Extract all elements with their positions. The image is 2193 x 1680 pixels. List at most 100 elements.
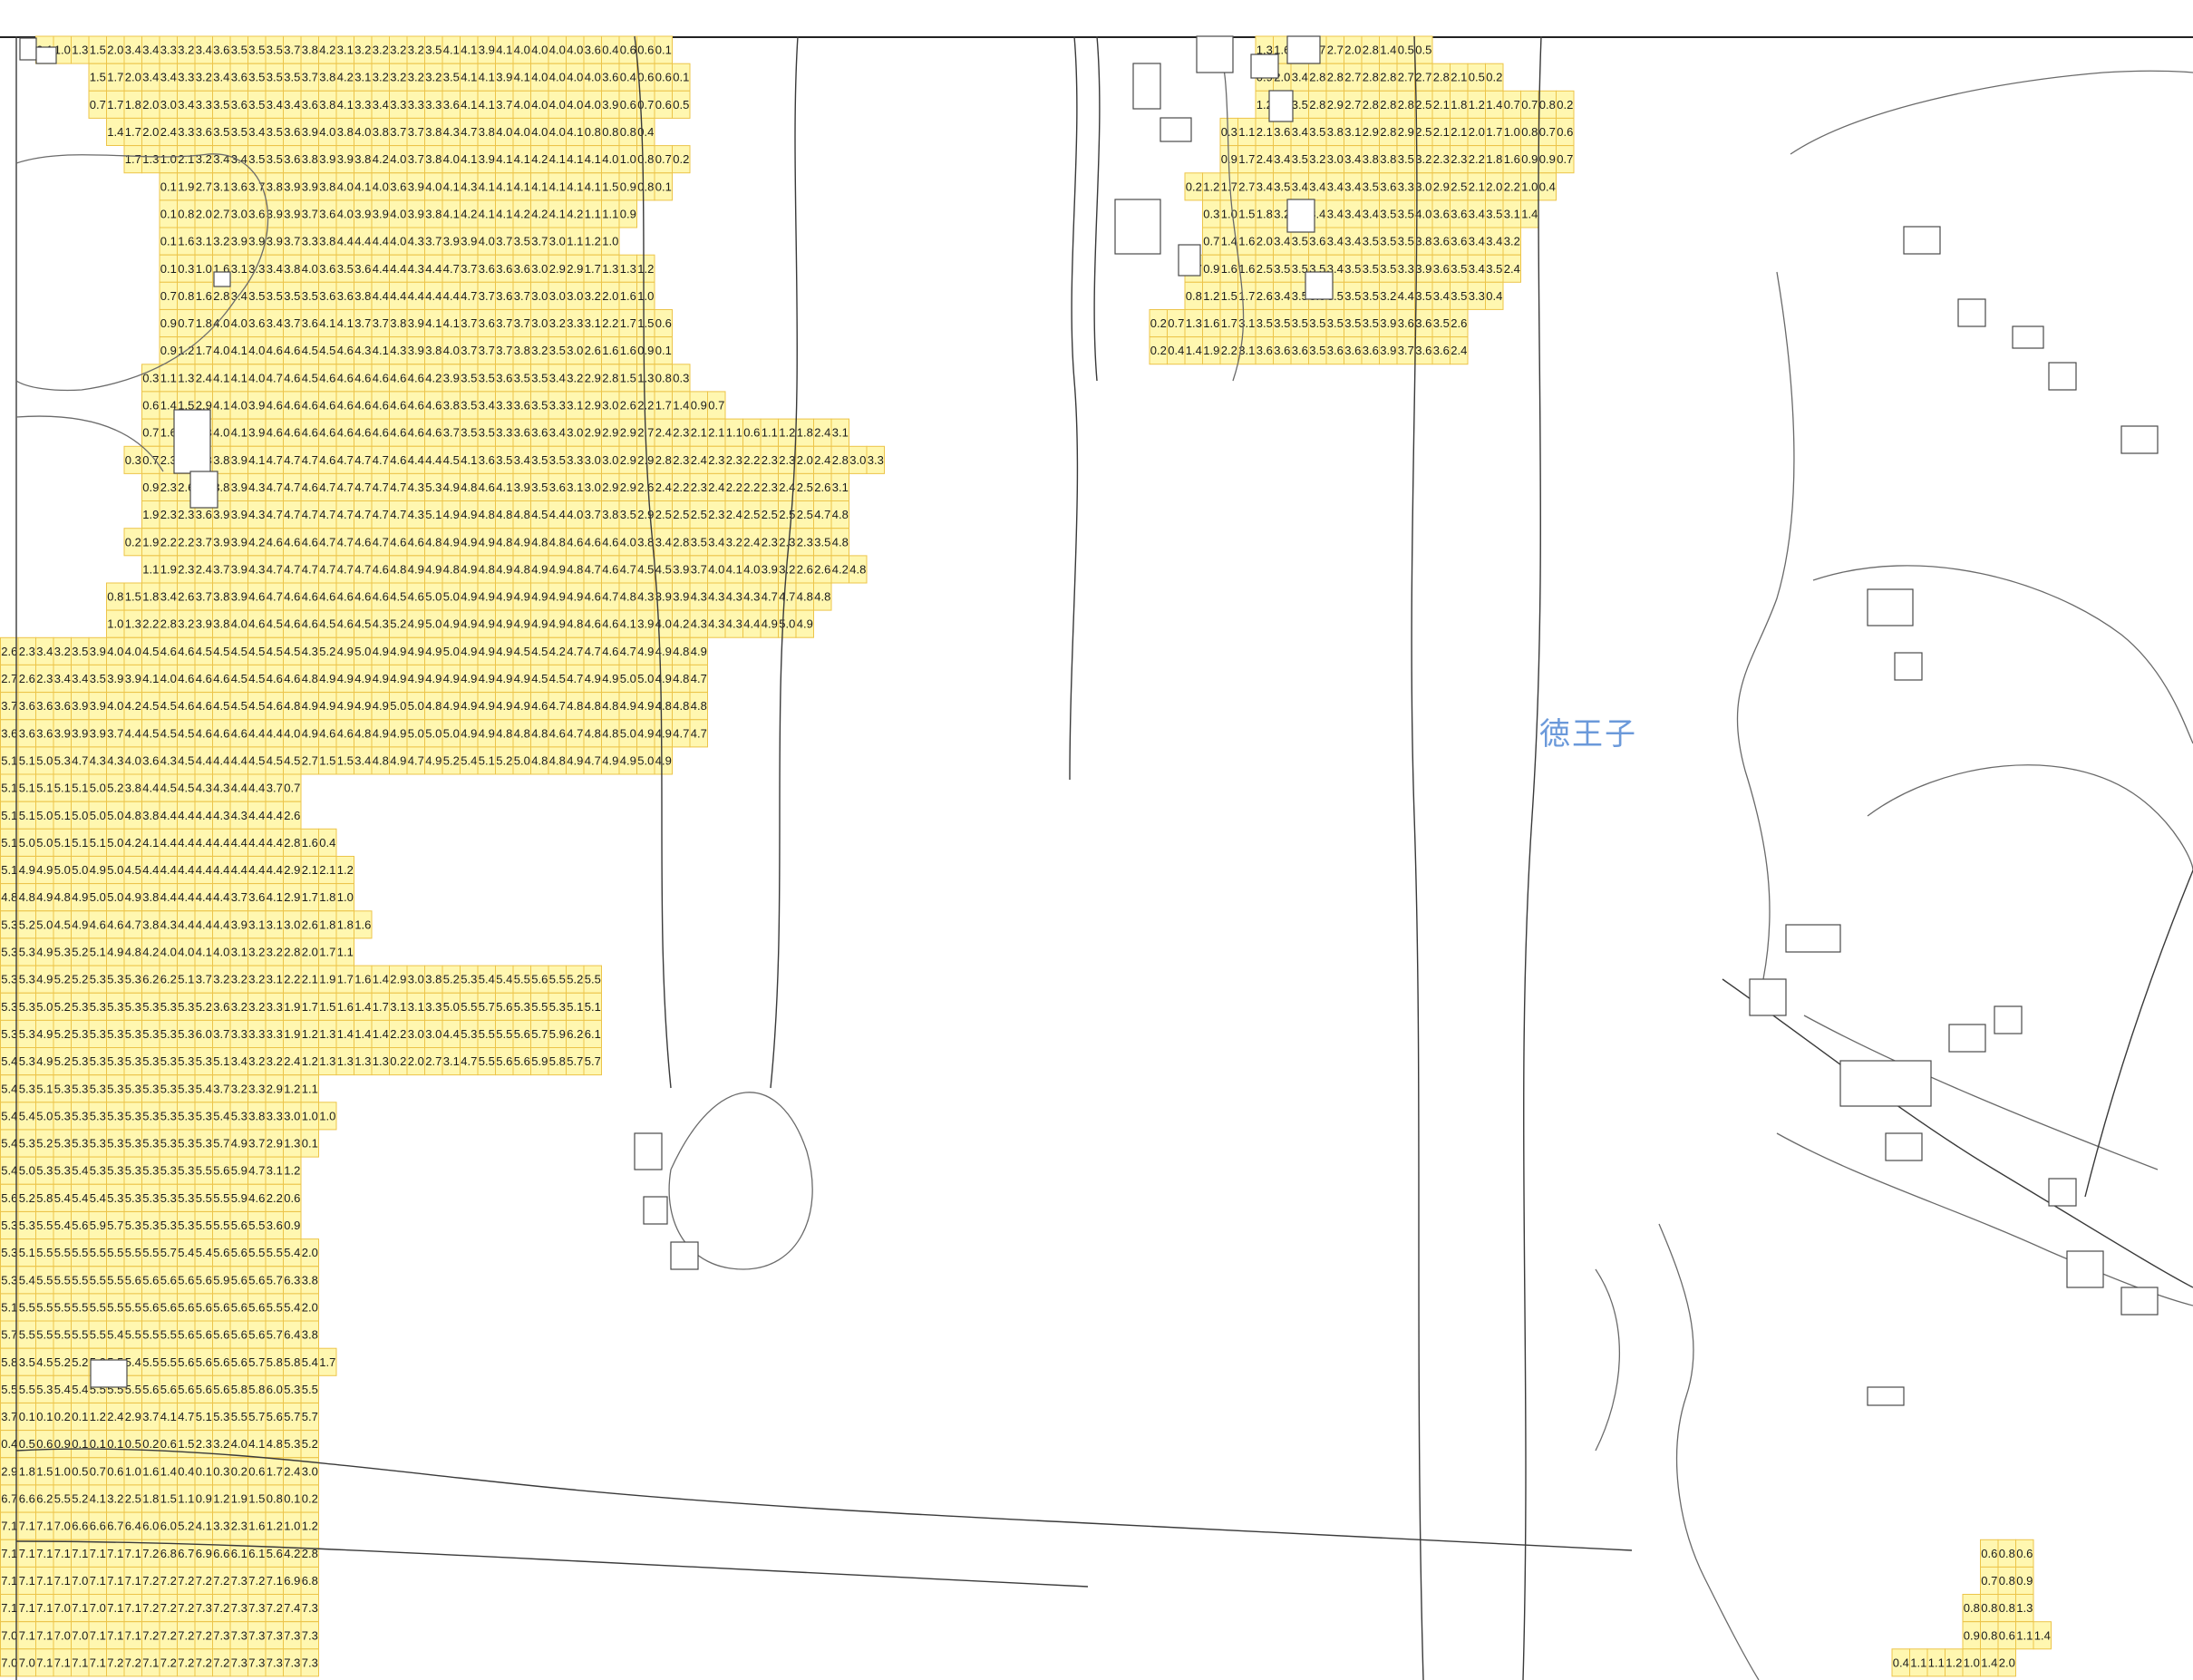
grid-cell: 4.8 bbox=[512, 555, 531, 584]
grid-cell: 4.0 bbox=[566, 500, 585, 529]
grid-cell-value: 5.3 bbox=[160, 1137, 177, 1151]
grid-cell: 4.2 bbox=[123, 692, 142, 721]
grid-cell-value: 4.7 bbox=[354, 508, 371, 521]
grid-cell-value: 3.9 bbox=[231, 453, 247, 467]
grid-cell-value: 3.6 bbox=[196, 125, 212, 139]
grid-cell-value: 2.4 bbox=[284, 1464, 300, 1478]
grid-cell: 1.9 bbox=[229, 1484, 248, 1513]
grid-cell: 3.5 bbox=[460, 364, 479, 393]
grid-cell-value: 4.7 bbox=[302, 562, 318, 576]
grid-cell: 3.9 bbox=[106, 664, 125, 694]
grid-cell: 4.7 bbox=[335, 445, 354, 474]
grid-cell: 1.1 bbox=[760, 418, 779, 447]
grid-cell: 4.7 bbox=[283, 555, 302, 584]
grid-cell-value: 0.9 bbox=[160, 344, 177, 357]
grid-cell-value: 3.3 bbox=[496, 399, 512, 413]
grid-cell: 4.5 bbox=[512, 636, 531, 665]
grid-cell-value: 0.6 bbox=[248, 1464, 265, 1478]
grid-cell-value: 5.1 bbox=[1, 809, 17, 822]
grid-cell-value: 5.5 bbox=[36, 1328, 53, 1342]
grid-cell: 4.6 bbox=[389, 445, 408, 474]
grid-cell-value: 6.9 bbox=[284, 1574, 300, 1588]
grid-cell: 3.4 bbox=[265, 90, 284, 119]
grid-cell: 4.7 bbox=[283, 445, 302, 474]
grid-cell-value: 5.4 bbox=[1, 1082, 17, 1095]
grid-cell: 6.3 bbox=[283, 1266, 302, 1295]
grid-cell: 4.9 bbox=[424, 664, 443, 694]
grid-cell-value: 3.1 bbox=[231, 262, 247, 276]
grid-cell: 5.5 bbox=[477, 1019, 496, 1049]
grid-cell: 4.3 bbox=[247, 500, 267, 529]
grid-cell-value: 4.5 bbox=[514, 645, 530, 658]
grid-cell-value: 2.3 bbox=[673, 426, 689, 440]
grid-cell: 4.6 bbox=[283, 336, 302, 365]
grid-cell: 4.9 bbox=[389, 746, 408, 775]
grid-cell: 4.8 bbox=[53, 883, 72, 912]
grid-cell-value: 5.3 bbox=[19, 1082, 35, 1095]
grid-cell-value: 5.3 bbox=[72, 1000, 88, 1014]
grid-cell: 7.3 bbox=[247, 1621, 267, 1650]
grid-cell: 4.6 bbox=[318, 418, 337, 447]
grid-cell-value: 1.8 bbox=[319, 890, 335, 904]
grid-cell-value: 3.2 bbox=[107, 1492, 123, 1506]
grid-cell-value: 3.4 bbox=[479, 399, 495, 413]
grid-cell: 5.4 bbox=[106, 1320, 125, 1349]
grid-cell-value: 2.4 bbox=[160, 125, 177, 139]
grid-cell-value: 4.9 bbox=[461, 672, 477, 685]
grid-cell-value: 4.9 bbox=[655, 726, 672, 740]
grid-cell: 5.1 bbox=[71, 828, 90, 857]
grid-cell: 3.2 bbox=[229, 965, 248, 994]
grid-cell-value: 5.4 bbox=[1, 1109, 17, 1122]
grid-cell: 2.8 bbox=[300, 1539, 319, 1568]
grid-cell-value: 7.2 bbox=[178, 1656, 194, 1669]
grid-cell: 5.7 bbox=[0, 1320, 19, 1349]
grid-cell-value: 5.6 bbox=[267, 1547, 283, 1560]
grid-cell-value: 4.9 bbox=[373, 672, 389, 685]
grid-cell: 2.5 bbox=[689, 500, 708, 529]
grid-cell: 5.5 bbox=[35, 1266, 54, 1295]
grid-cell-value: 5.3 bbox=[142, 1027, 159, 1041]
grid-cell-value: 4.1 bbox=[337, 316, 354, 330]
grid-cell: 3.5 bbox=[512, 364, 531, 393]
grid-cell-value: 5.2 bbox=[567, 973, 583, 986]
grid-cell: 3.4 bbox=[707, 528, 726, 557]
grid-cell-value: 4.4 bbox=[248, 836, 265, 850]
grid-cell: 1.1 bbox=[724, 418, 743, 447]
grid-cell: 2.9 bbox=[283, 883, 302, 912]
grid-cell-value: 0.7 bbox=[655, 152, 672, 166]
grid-cell: 3.9 bbox=[406, 336, 425, 365]
grid-cell: 5.0 bbox=[17, 828, 36, 857]
grid-cell-value: 3.9 bbox=[443, 235, 460, 248]
grid-cell-value: 4.6 bbox=[408, 399, 424, 413]
grid-cell-value: 3.9 bbox=[373, 208, 389, 221]
grid-cell: 3.1 bbox=[247, 910, 267, 939]
grid-cell-value: 3.1 bbox=[267, 1164, 283, 1178]
grid-cell: 4.6 bbox=[424, 391, 443, 420]
grid-cell-value: 5.4 bbox=[54, 1383, 71, 1396]
grid-cell-value: 7.3 bbox=[284, 1656, 300, 1669]
grid-cell: 0.5 bbox=[123, 1430, 142, 1459]
grid-cell: 3.5 bbox=[477, 418, 496, 447]
grid-cell: 4.8 bbox=[265, 1430, 284, 1459]
grid-cell: 5.2 bbox=[194, 992, 213, 1021]
grid-cell-value: 4.4 bbox=[443, 1027, 460, 1041]
grid-cell-value: 5.1 bbox=[196, 1410, 212, 1423]
grid-cell: 4.1 bbox=[512, 145, 531, 174]
grid-cell: 4.1 bbox=[495, 472, 514, 502]
grid-cell: 5.3 bbox=[106, 1129, 125, 1158]
grid-cell-value: 3.7 bbox=[107, 726, 123, 740]
grid-cell: 3.3 bbox=[495, 418, 514, 447]
grid-cell: 5.3 bbox=[17, 1047, 36, 1076]
grid-cell-value: 4.0 bbox=[514, 125, 530, 139]
grid-cell: 4.9 bbox=[424, 636, 443, 665]
grid-cell: 3.4 bbox=[548, 418, 567, 447]
grid-cell: 4.7 bbox=[548, 692, 567, 721]
grid-cell-value: 4.5 bbox=[284, 754, 300, 768]
grid-cell: 4.8 bbox=[371, 746, 390, 775]
grid-cell-value: 5.0 bbox=[72, 809, 88, 822]
grid-cell-value: 4.2 bbox=[567, 208, 583, 221]
grid-cell-value: 7.1 bbox=[90, 1574, 106, 1588]
grid-cell-value: 0.9 bbox=[160, 316, 177, 330]
grid-cell: 4.0 bbox=[548, 63, 567, 92]
